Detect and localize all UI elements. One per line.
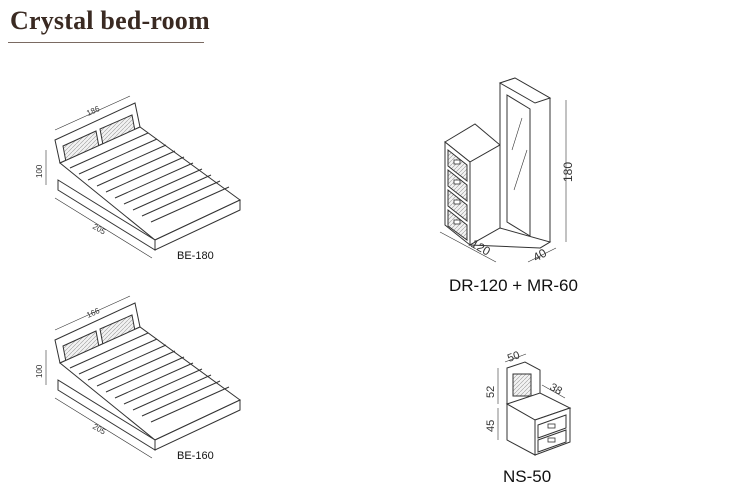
bed-frame-side <box>57 179 156 251</box>
dim-depth-label: 38 <box>548 381 565 398</box>
page-title: Crystal bed-room <box>10 6 210 35</box>
dim-height-label: 100 <box>35 164 44 178</box>
bed-slats <box>69 332 230 423</box>
dim-width-label: 50 <box>506 349 522 364</box>
bed-be-160-drawing <box>45 295 241 459</box>
dim-line-depth <box>541 384 566 399</box>
drawer-2 <box>447 168 468 203</box>
mirror-reflection <box>513 149 528 191</box>
product-code-be-180: BE-180 <box>177 250 214 262</box>
bed-slats <box>69 132 230 223</box>
mirror-top <box>498 77 552 104</box>
drawer-4 <box>447 208 468 241</box>
dim-leg-height-label: 45 <box>485 420 497 432</box>
dim-line-width <box>54 295 131 331</box>
product-code-be-160: BE-160 <box>177 450 214 462</box>
dim-height-label: 100 <box>35 364 44 378</box>
bed-frame-side <box>57 379 156 451</box>
title-divider <box>8 42 204 43</box>
dim-line-length <box>54 197 153 259</box>
bed-be-180-drawing <box>45 95 241 259</box>
dim-length-label: 205 <box>91 222 108 237</box>
dim-line-width <box>54 95 131 131</box>
mirror-base <box>468 227 552 249</box>
dresser-mirror-drawing <box>439 77 567 263</box>
mirror-reflection <box>511 117 523 151</box>
dim-line-width <box>504 353 527 363</box>
dim-width-label: 186 <box>85 104 101 118</box>
dim-width-label: 166 <box>85 306 101 320</box>
product-code-ns-50: NS-50 <box>503 467 552 486</box>
dim-length-label: 205 <box>91 422 108 437</box>
drawer-1 <box>447 148 468 183</box>
dim-height-label: 52 <box>485 386 497 398</box>
drawer-3 <box>447 188 468 223</box>
drawer-handles <box>453 159 461 225</box>
dim-mirror-depth-label: 40 <box>531 246 550 265</box>
product-code-dr-120-mr-60: DR-120 + MR-60 <box>449 276 578 295</box>
dim-mirror-height-label: 180 <box>561 162 575 182</box>
dim-line-length <box>54 397 153 459</box>
nightstand-mirror-glass <box>512 373 532 397</box>
mirror-glass <box>506 94 531 237</box>
dim-line-mirror-depth <box>527 247 557 263</box>
nightstand-drawing <box>497 353 572 456</box>
dim-line-dresser-width <box>439 231 497 263</box>
